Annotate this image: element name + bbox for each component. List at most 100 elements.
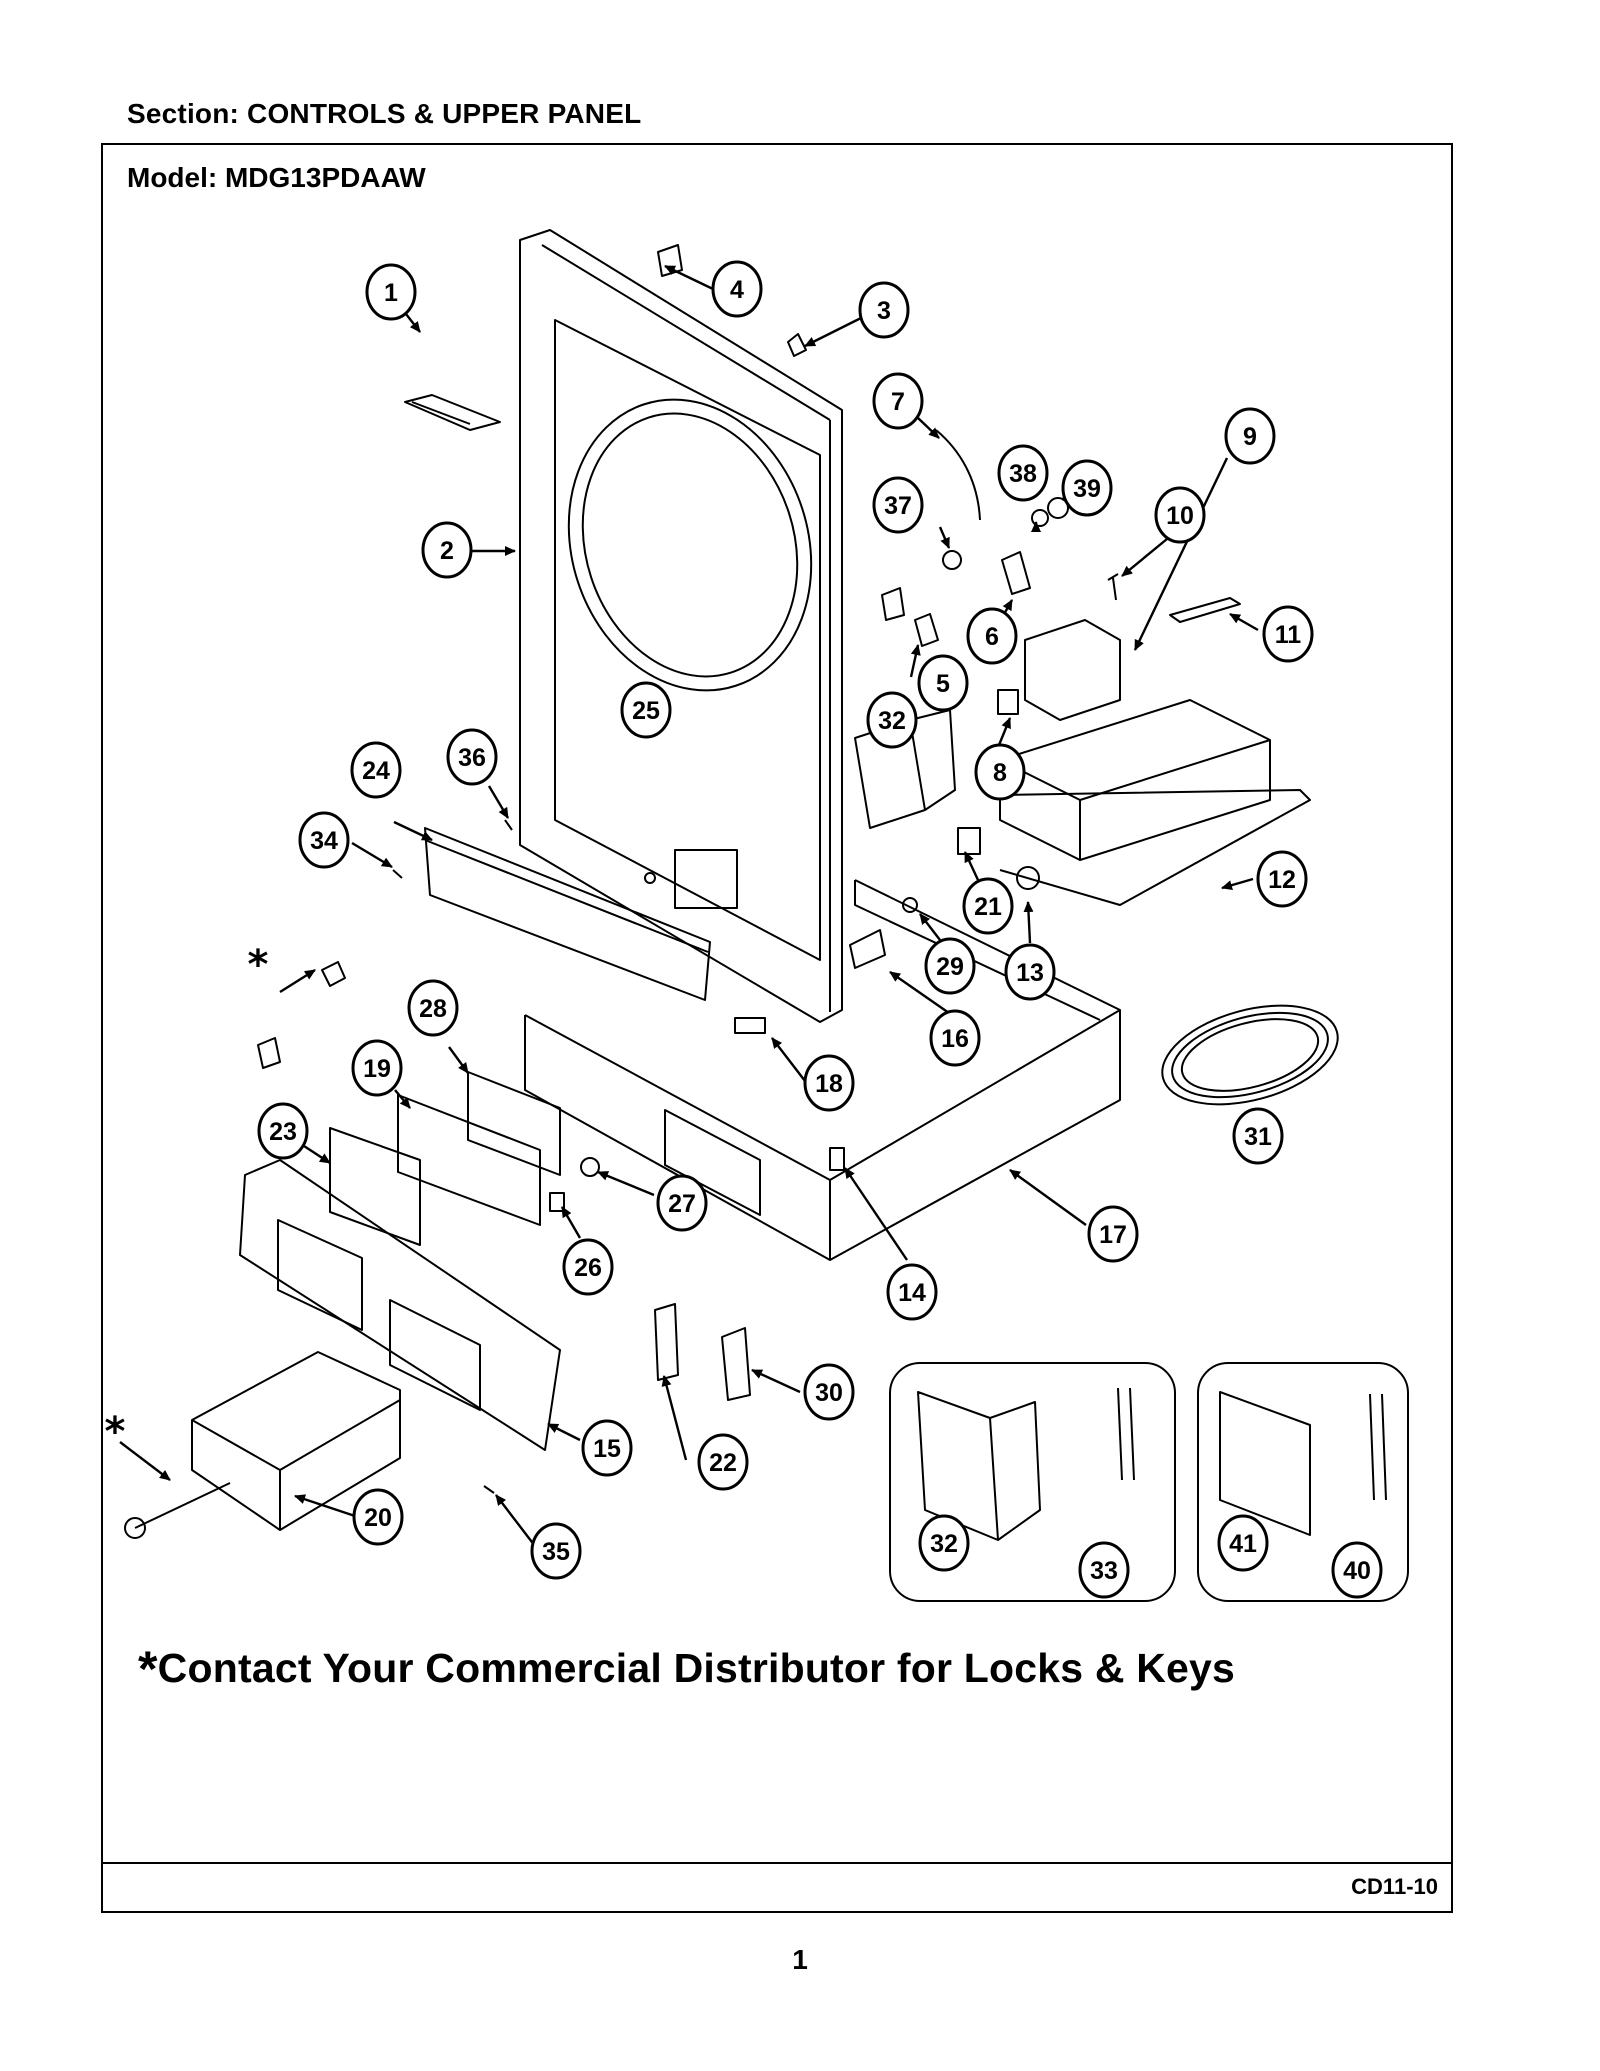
callout-29: 29: [924, 937, 976, 995]
callout-circle: [924, 937, 976, 995]
callout-36: 36: [446, 728, 498, 786]
front-panel-part: [519, 229, 843, 1023]
nut-part-37: [942, 550, 962, 570]
note-asterisk: *: [138, 1641, 158, 1697]
callout-number: 30: [815, 1379, 843, 1407]
callout-circle: [966, 607, 1018, 665]
inset-box-board: [1197, 1362, 1409, 1602]
note-text: Contact Your Commercial Distributor for …: [157, 1645, 1236, 1691]
callout-20: 20: [352, 1488, 404, 1546]
switch-part-8: [997, 689, 1019, 715]
callout-38: 38: [997, 444, 1049, 502]
callout-number: 2: [440, 537, 454, 565]
callout-3: 3: [858, 281, 910, 339]
callout-14: 14: [886, 1263, 938, 1321]
callout-15: 15: [581, 1419, 633, 1477]
spacer-part-26: [549, 1192, 565, 1212]
callout-circle: [1331, 1541, 1383, 1599]
callout-6: 6: [966, 607, 1018, 665]
callout-circle: [1061, 459, 1113, 517]
callout-circle: [257, 1102, 309, 1160]
strap-part-11: [1169, 597, 1241, 623]
bracket-part-30: [721, 1327, 751, 1401]
callout-circle: [1256, 850, 1308, 908]
callout-number: 21: [974, 893, 1002, 921]
lock-cylinder-part: [321, 961, 346, 987]
callout-number: 7: [891, 388, 905, 416]
inset-board-part-41: [1219, 1391, 1311, 1536]
badge-part: [404, 394, 501, 431]
callout-number: 15: [593, 1435, 621, 1463]
callout-number: 19: [363, 1055, 391, 1083]
callout-30: 30: [803, 1363, 855, 1421]
callout-circle: [298, 811, 350, 869]
callout-circle: [620, 681, 672, 739]
callout-number: 24: [362, 757, 390, 785]
callout-25: 25: [620, 681, 672, 739]
diagram-asterisk-lock: *: [248, 942, 269, 988]
callout-number: 32: [878, 707, 906, 735]
diagram-frame: [101, 143, 1453, 1913]
callout-circle: [421, 521, 473, 579]
clip-part-18: [734, 1017, 766, 1034]
callout-number: 31: [1244, 1123, 1272, 1151]
clip-part-14: [829, 1147, 845, 1171]
callout-1: 1: [365, 263, 417, 321]
control-panel-part: [239, 1159, 561, 1451]
callout-number: 1: [384, 279, 398, 307]
callout-23: 23: [257, 1102, 309, 1160]
callout-circle: [858, 281, 910, 339]
callout-number: 12: [1268, 866, 1296, 894]
callout-circle: [711, 260, 763, 318]
diagram-asterisk-drawer: *: [105, 1409, 126, 1455]
callout-number: 5: [936, 670, 950, 698]
callout-number: 9: [1243, 423, 1257, 451]
callout-26: 26: [562, 1238, 614, 1296]
callout-28: 28: [407, 979, 459, 1037]
callout-number: 10: [1166, 502, 1194, 530]
callout-31: 31: [1232, 1107, 1284, 1165]
callout-circle: [352, 1488, 404, 1546]
callout-circle: [803, 1363, 855, 1421]
callout-circle: [974, 743, 1026, 801]
inset-box-coin-slide: [889, 1362, 1176, 1602]
callout-8: 8: [974, 743, 1026, 801]
callout-circle: [1224, 407, 1276, 465]
callout-41: 41: [1217, 1514, 1269, 1572]
callout-number: 20: [364, 1504, 392, 1532]
callout-18: 18: [803, 1054, 855, 1112]
callout-39: 39: [1061, 459, 1113, 517]
grommet-part-29: [902, 897, 918, 913]
drawer-handle-part: [134, 1482, 231, 1529]
coin-drawer-part: [191, 1351, 401, 1531]
callout-inset-32: 32: [918, 1514, 970, 1572]
bracket-part-16: [849, 929, 886, 969]
callout-number: 37: [884, 492, 912, 520]
screw-part-36: [504, 819, 513, 831]
callout-circle: [1232, 1107, 1284, 1165]
callout-2: 2: [421, 521, 473, 579]
callout-circle: [562, 1238, 614, 1296]
document-code: CD11-10: [1351, 1874, 1438, 1899]
callout-number: 16: [941, 1025, 969, 1053]
callout-number: 23: [269, 1118, 297, 1146]
callout-circle: [1004, 943, 1056, 1001]
callout-4: 4: [711, 260, 763, 318]
callout-layer: 1234567891011121314151617181920212223242…: [257, 260, 1383, 1599]
callout-number: 13: [1016, 959, 1044, 987]
section-title: Section: CONTROLS & UPPER PANEL: [127, 98, 642, 129]
callout-11: 11: [1262, 605, 1314, 663]
callout-circle: [350, 741, 402, 799]
callout-number: 35: [542, 1538, 570, 1566]
callout-22: 22: [697, 1433, 749, 1491]
callout-40: 40: [1331, 1541, 1383, 1599]
callout-number: 8: [993, 759, 1007, 787]
callout-circle: [697, 1433, 749, 1491]
callout-circle: [407, 979, 459, 1037]
callout-number: 22: [709, 1449, 737, 1477]
callout-circle: [1217, 1514, 1269, 1572]
callout-circle: [962, 877, 1014, 935]
screw-part-34: [392, 869, 403, 879]
callout-circle: [1154, 486, 1206, 544]
